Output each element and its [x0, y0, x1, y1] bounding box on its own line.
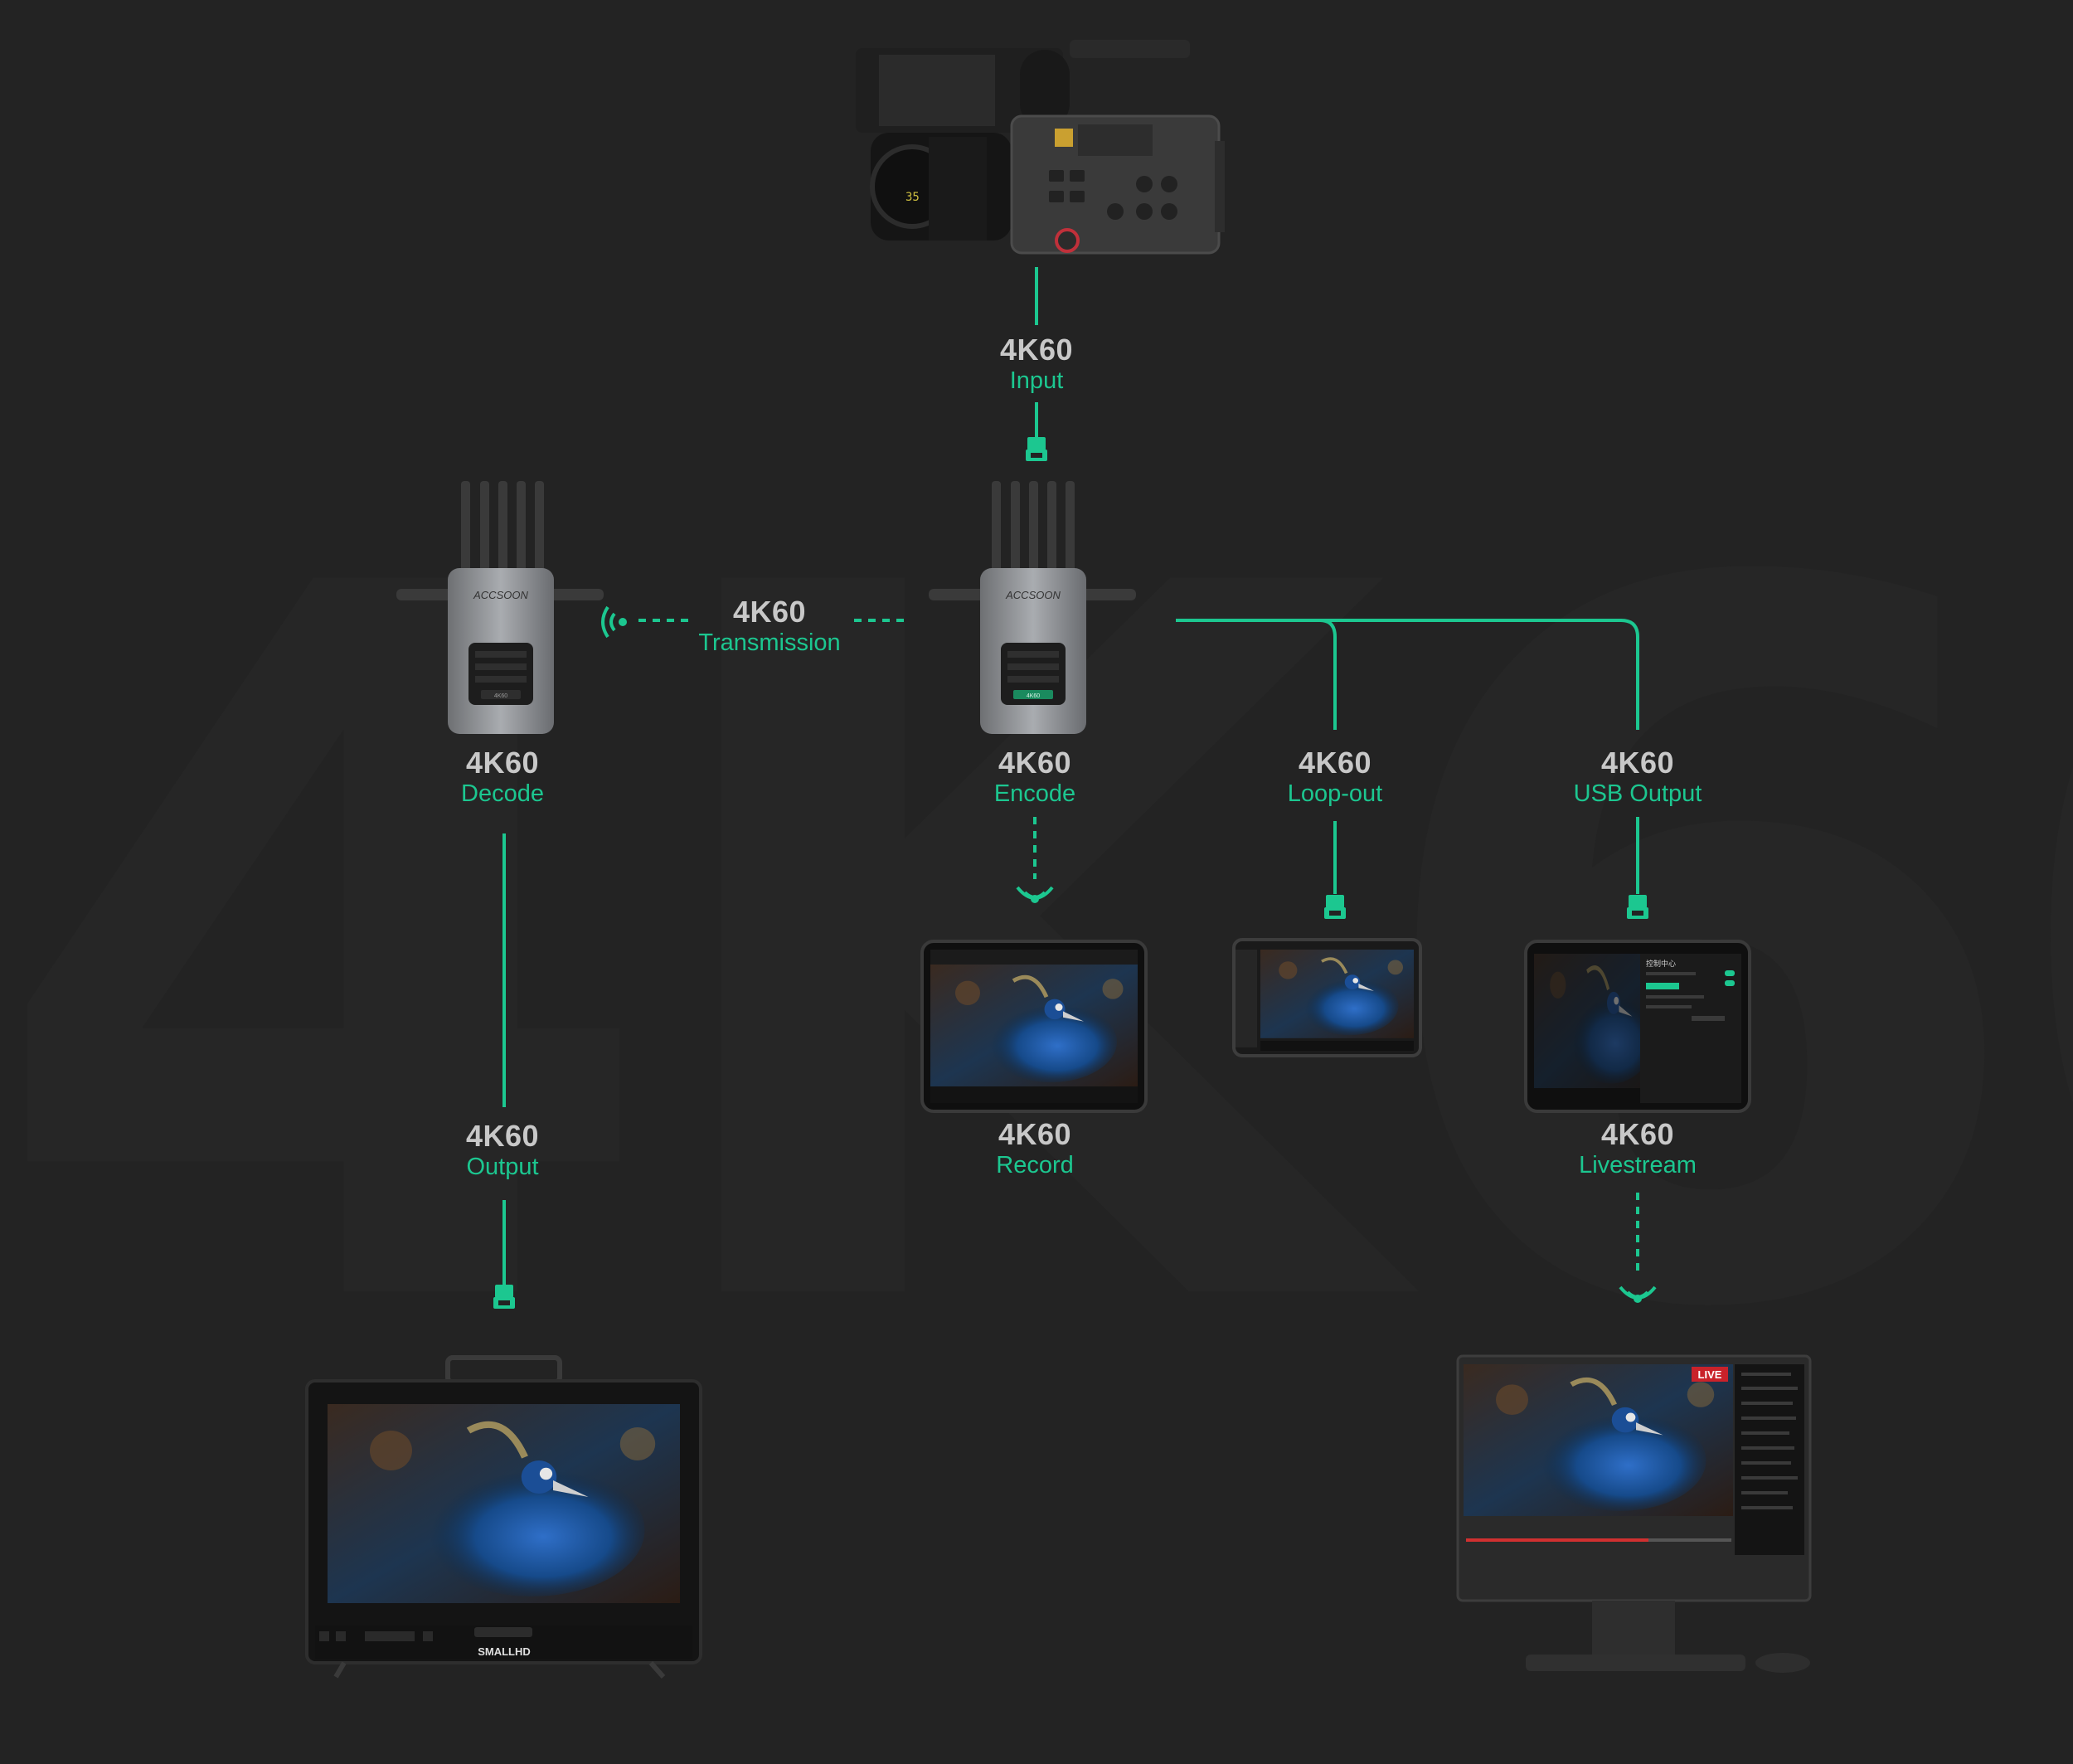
input-label: 4K60 Input [1000, 333, 1073, 395]
transmission-spec: 4K60 [732, 595, 807, 629]
record-tablet-image [920, 940, 1148, 1113]
connection-lines [502, 267, 1639, 1285]
receiver-device-image: ACCSOON 4K60 [396, 481, 604, 734]
usb-spec: 4K60 [1600, 746, 1675, 780]
transmission-label: 4K60 Transmission [698, 595, 840, 657]
svg-text:ACCSOON: ACCSOON [1005, 589, 1061, 601]
signal-icon [601, 605, 627, 639]
hdmi-connector-icon [493, 1285, 515, 1309]
livestream-label: 4K60 Livestream [1579, 1118, 1697, 1179]
hdmi-connector-icon [1324, 895, 1346, 919]
encode-label: 4K60 Encode [994, 746, 1075, 808]
svg-text:控制中心: 控制中心 [1646, 959, 1676, 968]
transmitter-device-image: ACCSOON 4K60 [929, 481, 1136, 734]
decode-spec: 4K60 [465, 746, 540, 780]
svg-text:35: 35 [905, 191, 920, 204]
loopout-label: 4K60 Loop-out [1288, 746, 1383, 808]
output-label: 4K60 Output [466, 1120, 539, 1181]
loopout-monitor-image [1232, 938, 1422, 1057]
decode-role: Decode [461, 780, 544, 807]
svg-text:4K60: 4K60 [1027, 693, 1040, 699]
livestream-tablet-image: 控制中心 [1524, 940, 1751, 1113]
svg-text:ACCSOON: ACCSOON [473, 589, 528, 601]
usb-role: USB Output [1573, 780, 1702, 807]
livestream-spec: 4K60 [1600, 1117, 1675, 1151]
usb-connector-icon [1627, 895, 1648, 919]
svg-text:LIVE: LIVE [1698, 1368, 1722, 1381]
desktop-livestream-image: LIVE [1456, 1354, 1812, 1673]
loopout-role: Loop-out [1287, 780, 1383, 807]
input-spec: 4K60 [999, 333, 1074, 367]
transmission-role: Transmission [698, 629, 841, 656]
svg-text:4K60: 4K60 [494, 693, 507, 699]
record-spec: 4K60 [998, 1117, 1072, 1151]
svg-text:SMALLHD: SMALLHD [478, 1645, 531, 1658]
output-spec: 4K60 [465, 1119, 540, 1153]
cinema-camera-image: 35 [856, 40, 1225, 255]
decode-label: 4K60 Decode [461, 746, 544, 808]
wifi-icon [1619, 1285, 1657, 1305]
livestream-role: Livestream [1579, 1152, 1697, 1178]
wifi-icon [1016, 886, 1054, 905]
field-monitor-image: SMALLHD [305, 1355, 702, 1679]
record-label: 4K60 Record [996, 1118, 1074, 1179]
input-role: Input [1009, 367, 1064, 394]
usb-output-label: 4K60 USB Output [1574, 746, 1702, 808]
hdmi-connector-icon [1026, 437, 1047, 461]
loopout-branch-line [1319, 619, 1337, 730]
encode-role: Encode [993, 780, 1076, 807]
record-role: Record [996, 1152, 1074, 1178]
encode-spec: 4K60 [998, 746, 1072, 780]
loopout-spec: 4K60 [1298, 746, 1372, 780]
encoder-branch-line [1176, 619, 1639, 730]
output-role: Output [466, 1154, 539, 1180]
